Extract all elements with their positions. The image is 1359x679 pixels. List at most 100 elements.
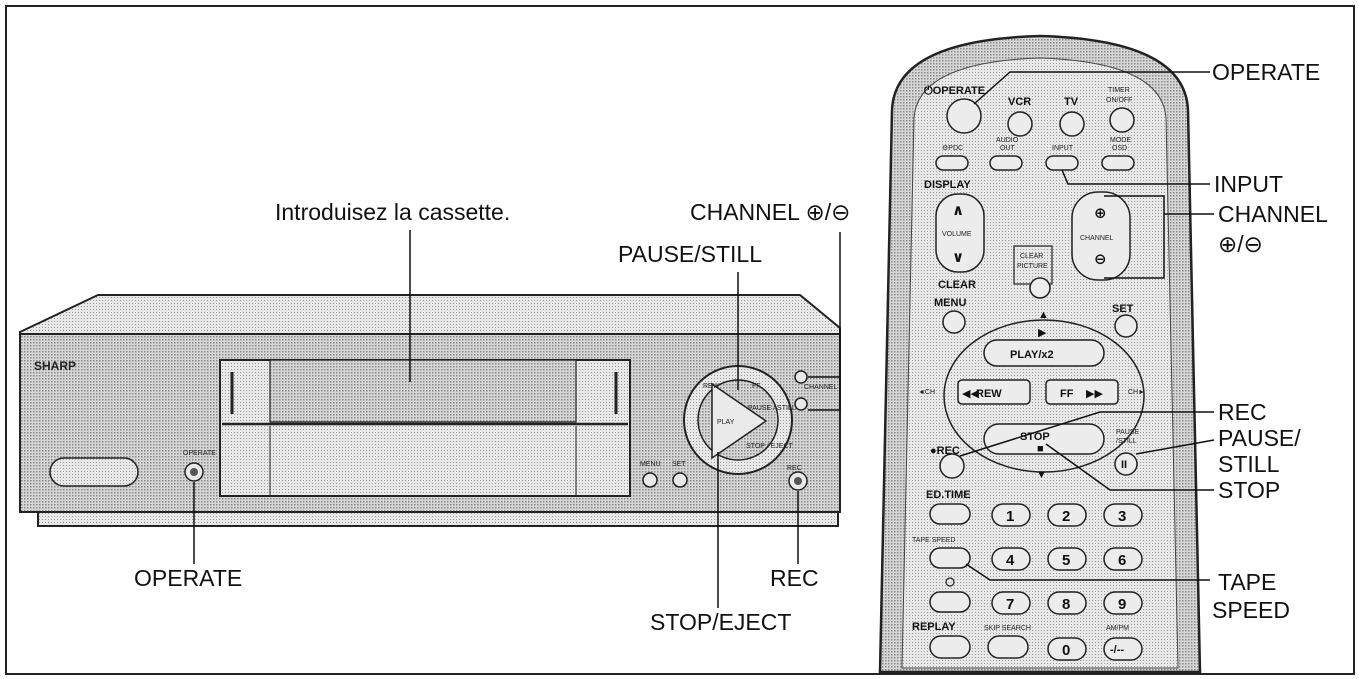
remote-pdc-label: ⚙PDC [942,144,963,152]
remote-timer-label: TIMER [1108,87,1130,94]
remote-vcr-label: VCR [1008,96,1031,108]
vcr-dial-rew: REW [703,383,720,390]
remote-set-button[interactable] [1114,314,1138,338]
remote-replay-button[interactable] [929,635,971,659]
remote-ampm-label: AM/PM [1106,625,1129,632]
callout-channel: CHANNEL ⊕/⊖ [690,199,850,225]
key-5-label: 5 [1062,552,1070,569]
vcr-menu-button[interactable] [642,472,658,488]
key-dash-button[interactable] [1103,637,1143,661]
remote-rew-button[interactable] [957,379,1031,405]
key-dash-label: -/-- [1110,644,1124,656]
remote-stop-button[interactable] [983,423,1105,455]
remote-pause-label: PAUSE [1116,429,1140,436]
callout-remote-pause: PAUSE/ [1218,425,1301,451]
remote-channel-label: CHANNEL [1080,235,1114,242]
remote-mode-label: MODE [1110,137,1131,144]
remote-menu-button[interactable] [942,310,966,334]
remote-rew-icon: ◀◀ [962,388,979,400]
key-9-button[interactable] [1103,591,1143,615]
key-5-button[interactable] [1047,547,1087,571]
remote-clear-picture-label-2: PICTURE [1017,263,1048,270]
remote-clear-picture-box [1013,245,1053,285]
key-8-label: 8 [1062,596,1070,613]
remote-channel-up-icon: ⊕ [1094,205,1107,222]
remote-rew-label: REW [976,388,1002,400]
remote-blank-button[interactable] [929,591,971,613]
key-6-label: 6 [1118,552,1126,569]
callout-remote-input: INPUT [1214,171,1283,197]
callout-channel-line [808,232,841,411]
remote-input-label: INPUT [1052,145,1074,152]
callout-remote-tape-line [965,563,1210,581]
callout-insert-cassette: Introduisez la cassette. [275,199,510,225]
callout-rec: REC [770,565,819,591]
remote-pause-button[interactable] [1114,452,1138,476]
key-2-button[interactable] [1047,503,1087,527]
callout-remote-channel: CHANNEL [1218,201,1328,227]
remote-input-button[interactable] [1045,155,1079,171]
remote-ff-icon: ▶▶ [1086,388,1103,400]
key-9-label: 9 [1118,596,1126,613]
remote-volume-rocker[interactable] [935,193,985,273]
remote-skip-search-label: SKIP SEARCH [984,625,1031,632]
key-8-button[interactable] [1047,591,1087,615]
remote-ff-label: FF [1060,388,1074,400]
vcr-dial-stop: STOP / EJECT [746,443,794,450]
remote-mode-button[interactable] [1101,155,1135,171]
remote-set-label: SET [1112,303,1134,315]
remote-control: ⏻OPERATE VCR TV TIMER ON/OFF ⚙PDC AUDIO … [878,34,1202,674]
remote-timer-button[interactable] [1109,107,1135,133]
callout-remote-pause-2: STILL [1218,451,1280,477]
remote-pdc-button[interactable] [935,155,969,171]
remote-operate-button[interactable] [946,98,982,134]
key-0-button[interactable] [1047,637,1087,661]
remote-right-ch-label: CH► [1128,389,1145,396]
key-3-button[interactable] [1103,503,1143,527]
vcr-operate-button-inner [190,468,198,476]
remote-mode-label-2: OSD [1112,145,1127,152]
callout-remote-stop-line [1045,443,1214,491]
remote-clear-picture-button[interactable] [1029,277,1051,299]
remote-ff-button[interactable] [1045,379,1119,405]
vcr-channel-up-button[interactable] [794,370,808,384]
vcr-set-label: SET [672,461,686,468]
vcr-dial-pause: PAUSE / STILL [748,405,796,412]
remote-volume-up-icon: ∧ [952,202,964,219]
remote-tape-speed-button[interactable] [929,547,971,569]
remote-keypad: 1 2 3 4 5 6 7 8 9 0 -/-- [991,503,1143,661]
vcr-set-button[interactable] [672,472,688,488]
vcr-dial-play: PLAY [717,419,735,426]
callout-remote-tape: TAPE [1218,569,1276,595]
key-3-label: 3 [1118,508,1126,525]
remote-audio-button[interactable] [989,155,1023,171]
callout-pause-still: PAUSE/STILL [618,241,762,267]
key-1-button[interactable] [991,503,1031,527]
vcr-play-triangle[interactable] [711,382,768,460]
vcr-operate-label: OPERATE [183,450,216,457]
remote-operate-label: ⏻OPERATE [924,84,985,97]
remote-vcr-button[interactable] [1007,111,1033,137]
vcr-rec-button-inner [794,477,802,485]
key-6-button[interactable] [1103,547,1143,571]
remote-clear-picture-label: CLEAR [1020,253,1043,260]
key-4-button[interactable] [991,547,1031,571]
remote-skip-search-button[interactable] [987,635,1029,659]
remote-display-label: DISPLAY [924,179,971,191]
vcr-channel-down-button[interactable] [794,397,808,411]
vcr-dial-ff: FF [752,383,761,390]
key-7-button[interactable] [991,591,1031,615]
remote-rec-button[interactable] [939,453,965,479]
remote-audio-label-2: OUT [1000,145,1016,152]
remote-channel-rocker[interactable] [1071,191,1131,281]
remote-up-arrow-icon: ▲ [1038,309,1049,321]
remote-tv-button[interactable] [1059,111,1085,137]
remote-channel-down-icon: ⊖ [1094,251,1107,268]
remote-edit-time-button[interactable] [929,503,971,525]
remote-menu-label: MENU [934,297,966,309]
page-frame [5,5,1355,675]
remote-play-button[interactable] [983,339,1105,367]
vcr-unit: SHARP OPERATE MENU SET PLAY REW FF PAUSE… [19,294,841,527]
remote-stop-label: STOP [1020,431,1050,443]
vcr-top [19,294,841,339]
